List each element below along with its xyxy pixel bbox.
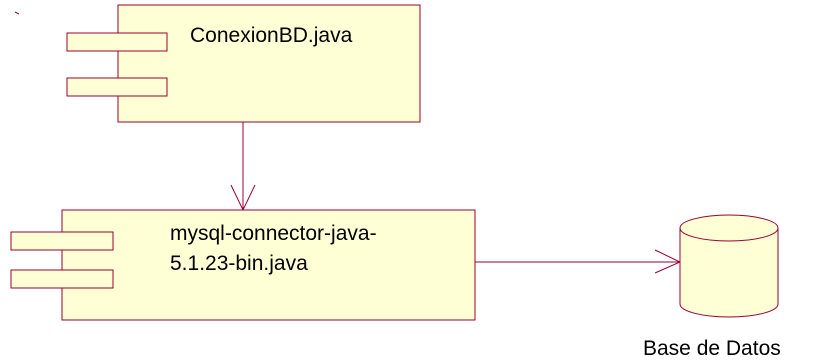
database-top [679,214,779,242]
component-port-top [10,231,114,251]
stray-mark [14,11,20,15]
component-port-bottom [10,269,114,289]
dependency-arrow-2[interactable] [475,249,682,274]
component-port-bottom [66,77,168,97]
component-label-line-2: 5.1.23-bin.java [170,252,308,275]
component-conexionbd[interactable]: ConexionBD.java [66,4,421,123]
database-cylinder[interactable]: Base de Datos [643,214,781,360]
component-body [117,4,421,123]
database-body [679,228,779,318]
component-label-line-1: mysql-connector-java- [170,222,377,245]
database-label: Base de Datos [643,337,781,360]
component-mysql-connector[interactable]: mysql-connector-java- 5.1.23-bin.java [10,209,476,321]
component-label: ConexionBD.java [190,24,353,47]
dependency-arrow-1[interactable] [230,122,256,212]
component-port-top [66,32,168,52]
component-body [61,209,476,321]
